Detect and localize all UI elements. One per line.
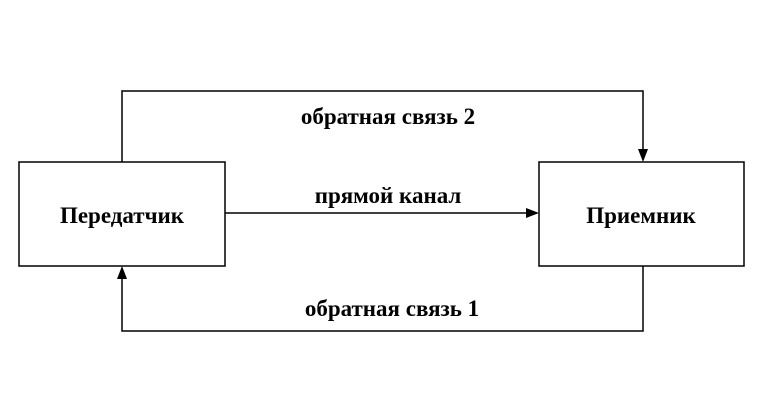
forward-channel-edge: прямой канал (225, 183, 539, 218)
transmitter-box (18, 161, 226, 267)
transmitter-node: Передатчик (18, 161, 226, 267)
receiver-box (538, 161, 745, 267)
forward-channel-arrowhead (526, 208, 539, 218)
forward-channel-label: прямой канал (315, 183, 462, 208)
feedback-2-line (121, 90, 644, 162)
feedback-1-arrowhead (117, 266, 127, 279)
feedback-2-label: обратная связь 2 (301, 104, 475, 129)
feedback-1-line (121, 266, 644, 332)
transmitter-label: Передатчик (60, 203, 185, 228)
feedback-2-arrowhead (638, 149, 648, 162)
receiver-label: Приемник (586, 203, 696, 228)
receiver-node: Приемник (538, 161, 745, 267)
feedback-1-edge: обратная связь 1 (117, 266, 644, 332)
feedback-2-edge: обратная связь 2 (121, 90, 648, 162)
feedback-1-label: обратная связь 1 (305, 296, 479, 321)
